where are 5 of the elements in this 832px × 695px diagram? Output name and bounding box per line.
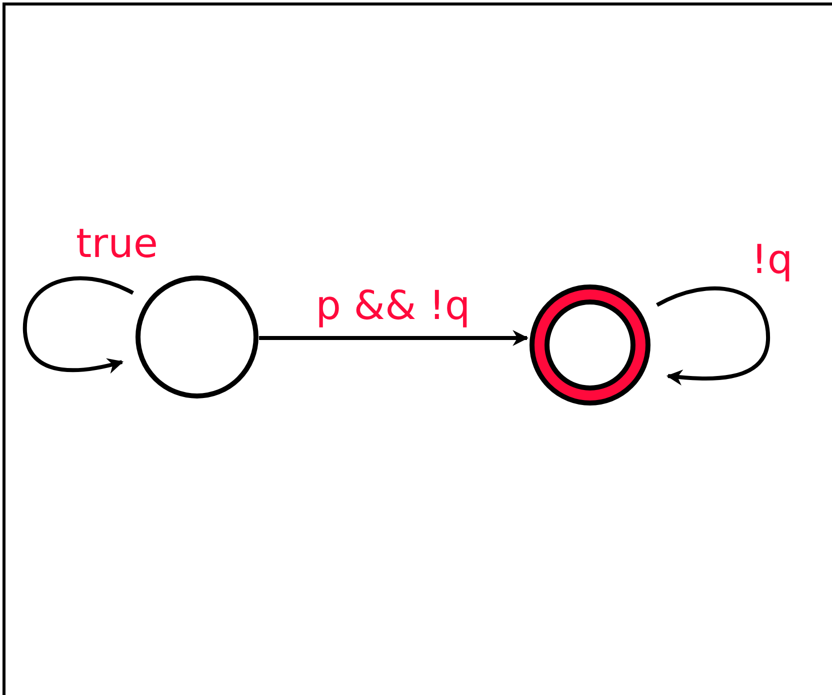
state-circle — [136, 276, 258, 398]
self-loop-arrow — [656, 286, 770, 386]
accepting-state-circle — [530, 284, 650, 406]
transition-arrow — [259, 330, 529, 346]
self-loop-arrow — [23, 276, 134, 374]
